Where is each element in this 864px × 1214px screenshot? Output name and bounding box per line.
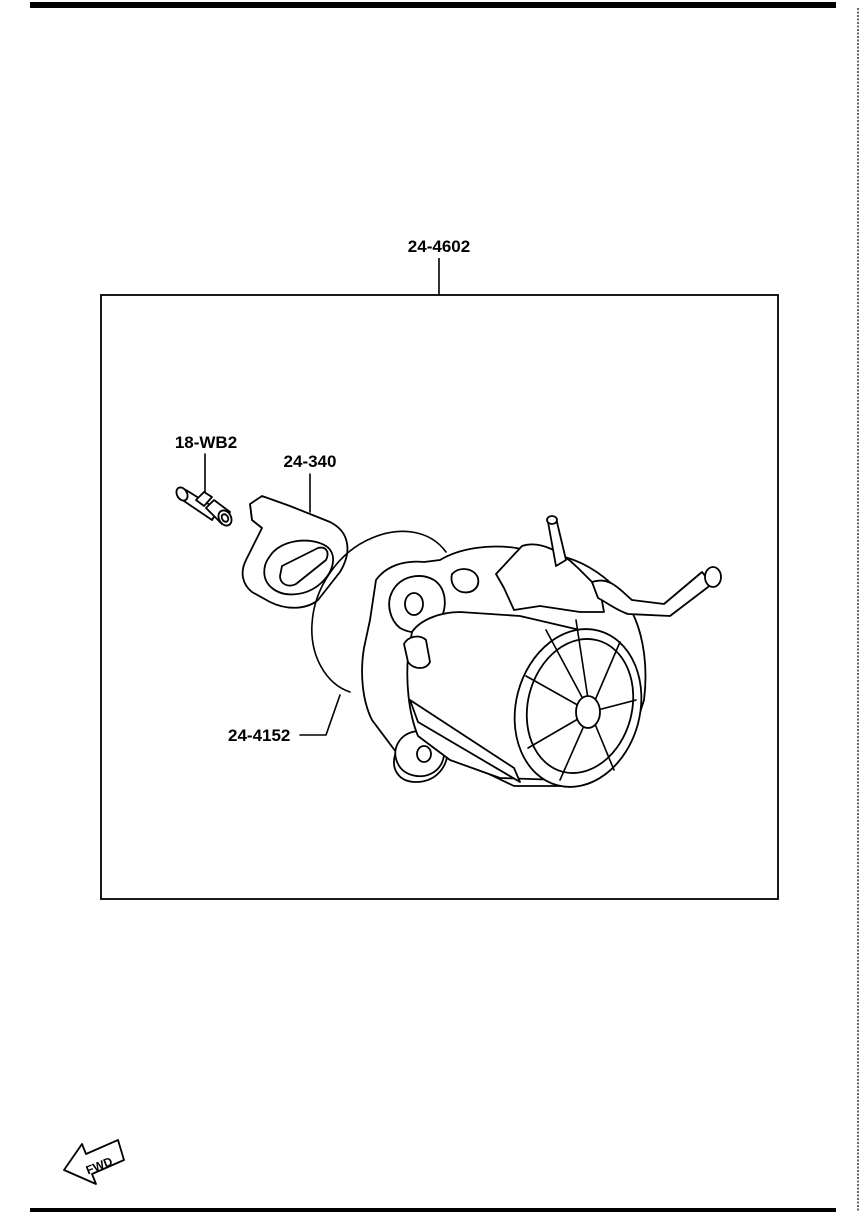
- bottom-border-bar: [30, 1208, 836, 1212]
- o-ring-part: [311, 530, 447, 693]
- fwd-direction-arrow: FWD: [63, 1139, 125, 1185]
- fitting-part: [175, 486, 233, 527]
- o-ring-leader: [299, 694, 341, 736]
- callout-18-WB2: 18-WB2: [175, 433, 237, 452]
- top-border-bar: [30, 2, 836, 8]
- callout-24-4602: 24-4602: [408, 237, 470, 256]
- vacuum-pump-part: [361, 515, 722, 788]
- callout-24-4152: 24-4152: [228, 726, 290, 745]
- callout-24-340: 24-340: [284, 452, 337, 471]
- gasket-cover-part: [241, 495, 349, 609]
